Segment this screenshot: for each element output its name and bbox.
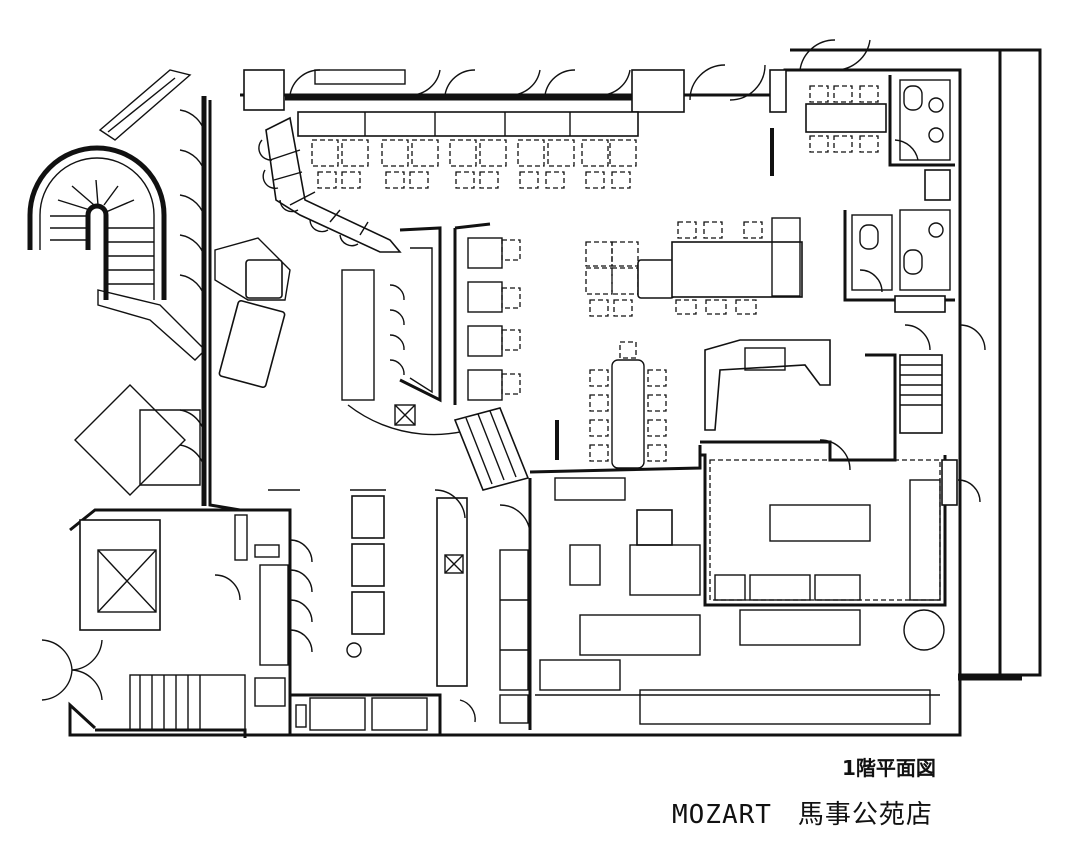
floor-label: 1階平面図: [842, 756, 936, 780]
lounge-furniture: [214, 237, 291, 389]
right-dining: [555, 128, 803, 469]
toilet-block: [805, 75, 955, 313]
right-door: [941, 459, 981, 506]
branch-name: 馬事公苑店: [797, 800, 933, 830]
top-doors: [289, 39, 871, 101]
elevator-stair-block: [41, 508, 313, 735]
left-doors: [74, 109, 206, 496]
service-counter: [700, 339, 897, 471]
spiral-staircase: [27, 69, 206, 361]
corridor: [290, 489, 531, 735]
structural-columns: [243, 69, 787, 113]
brand-name: MOZART: [672, 800, 772, 830]
center-table: [268, 489, 386, 658]
store-name: MOZART 馬事公苑店: [672, 794, 933, 831]
curved-sofa: [258, 116, 402, 253]
kitchen-area: [528, 445, 947, 730]
right-stair: [899, 324, 986, 434]
central-counter: [341, 222, 521, 436]
top-booth: [297, 111, 639, 189]
center-stair: [453, 407, 530, 491]
